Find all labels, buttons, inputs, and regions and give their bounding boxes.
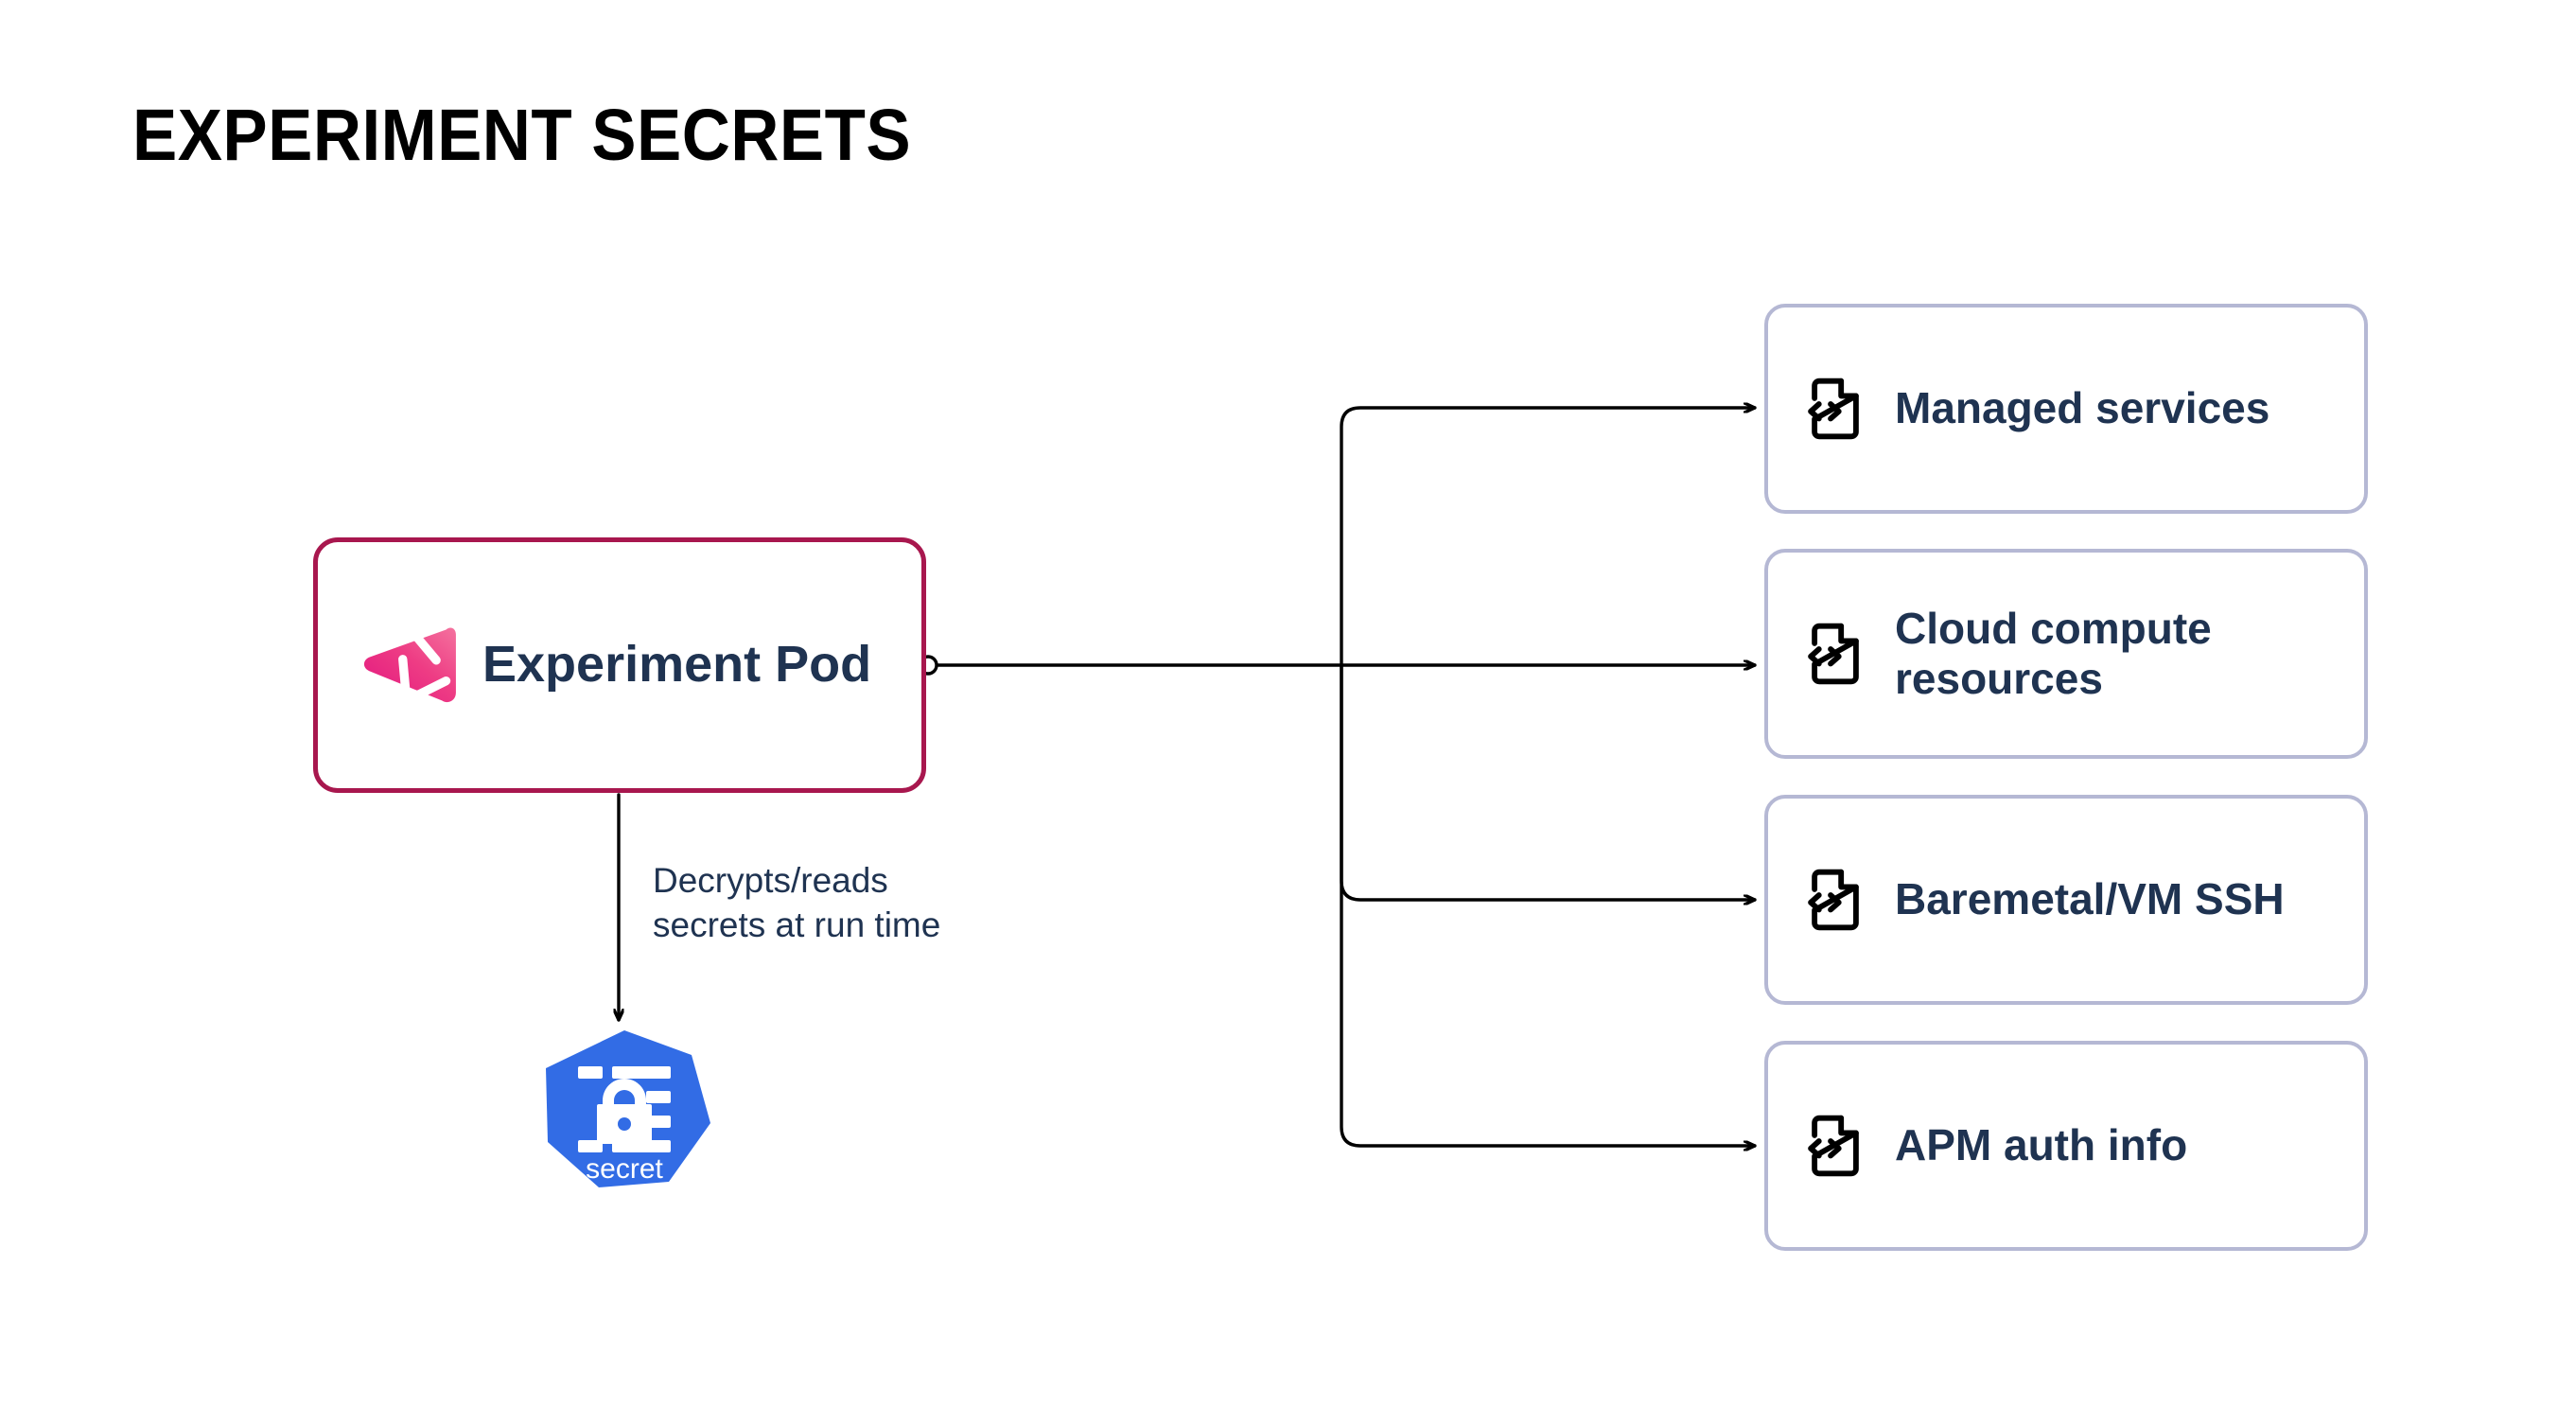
target-card-label: Baremetal/VM SSH (1895, 874, 2285, 924)
secret-edge-label-line-2: secrets at run time (653, 905, 941, 944)
kubernetes-secret-node[interactable]: secret (534, 1028, 714, 1225)
file-code-icon (1808, 869, 1859, 931)
connector-to-apm-auth (1340, 663, 1757, 1146)
target-card-label: Cloud compute resources (1895, 603, 2212, 703)
target-card-label: Managed services (1895, 383, 2270, 433)
secret-edge-label-line-1: Decrypts/reads (653, 861, 888, 900)
connector-to-managed-services (1340, 408, 1757, 667)
connector-to-baremetal-ssh (1340, 663, 1757, 900)
page-title: EXPERIMENT SECRETS (132, 95, 912, 176)
kubernetes-secret-icon: secret (546, 1030, 710, 1187)
target-card-managed-services[interactable]: Managed services (1764, 304, 2368, 514)
secret-edge-label: Decrypts/reads secrets at run time (653, 859, 1060, 947)
svg-text:secret: secret (586, 1153, 663, 1185)
file-code-icon (1808, 623, 1859, 685)
target-card-baremetal-vm-ssh[interactable]: Baremetal/VM SSH (1764, 795, 2368, 1005)
file-code-icon (1808, 378, 1859, 440)
target-card-cloud-compute-resources[interactable]: Cloud compute resources (1764, 549, 2368, 759)
experiment-pod-node[interactable]: Experiment Pod (313, 537, 926, 793)
experiment-pod-label: Experiment Pod (482, 636, 872, 694)
target-card-apm-auth-info[interactable]: APM auth info (1764, 1041, 2368, 1251)
gremlin-logo-icon (363, 627, 456, 708)
file-code-icon (1808, 1115, 1859, 1177)
target-card-label: APM auth info (1895, 1120, 2188, 1170)
